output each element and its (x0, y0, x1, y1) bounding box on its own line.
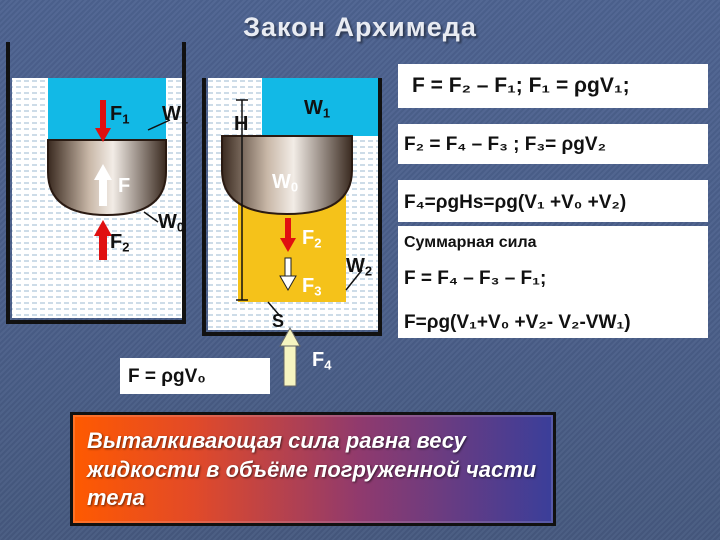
label-right-f4: F4 (312, 349, 332, 373)
sum-title: Суммарная сила (404, 234, 537, 251)
label-left-f2: F2 (110, 231, 130, 255)
label-left-f1: F1 (110, 103, 130, 127)
left-f-arrow (94, 164, 112, 206)
label-left-w1: W1 (162, 103, 189, 127)
formula-left-box (120, 358, 270, 394)
label-right-w1: W1 (304, 97, 331, 121)
formula-left: F = ρgV₀ (128, 366, 206, 387)
formula-panel-4 (398, 226, 708, 338)
label-right-f2: F2 (302, 227, 322, 251)
right-body-top (262, 78, 378, 136)
label-left-w0: W0 (158, 211, 185, 235)
label-h: H (234, 113, 249, 135)
right-vessel (202, 78, 382, 387)
formula-line-2: F₂ = F₄ – F₃ ; F₃= ρgV₂ (404, 134, 607, 155)
formula-panel-1 (398, 64, 708, 108)
label-right-f3: F3 (302, 275, 322, 299)
formula-line-3: F₄=ρgHs=ρg(V₁ +V₀ +V₂) (404, 192, 627, 213)
formula-line-1: F = F₂ – F₁; F₁ = ρgV₁; (412, 74, 630, 97)
label-left-f: F (118, 175, 131, 197)
formula-panel-2 (398, 124, 708, 164)
archimedes-statement: Выталкивающая сила равна весу жидкости в… (70, 412, 556, 526)
left-f2-arrow (94, 220, 112, 260)
left-f1-arrow (95, 100, 111, 142)
slide-title: Закон Архимеда (243, 12, 477, 42)
label-right-w0: W0 (272, 171, 299, 195)
right-f4-arrow (279, 326, 301, 387)
label-s: S (272, 311, 285, 331)
right-f3-arrow (279, 257, 297, 292)
formula-line-5: F=ρg(V₁+V₀ +V₂- V₂-VW₁) (404, 312, 631, 333)
formula-panel-3 (398, 180, 708, 222)
right-f2-arrow (280, 218, 296, 252)
right-body-bowl (221, 135, 353, 216)
left-vessel (6, 42, 186, 324)
label-right-w2: W2 (346, 255, 373, 279)
formula-line-4: F = F₄ – F₃ – F₁; (404, 268, 547, 289)
statement-text: Выталкивающая сила равна весу жидкости в… (87, 428, 537, 511)
